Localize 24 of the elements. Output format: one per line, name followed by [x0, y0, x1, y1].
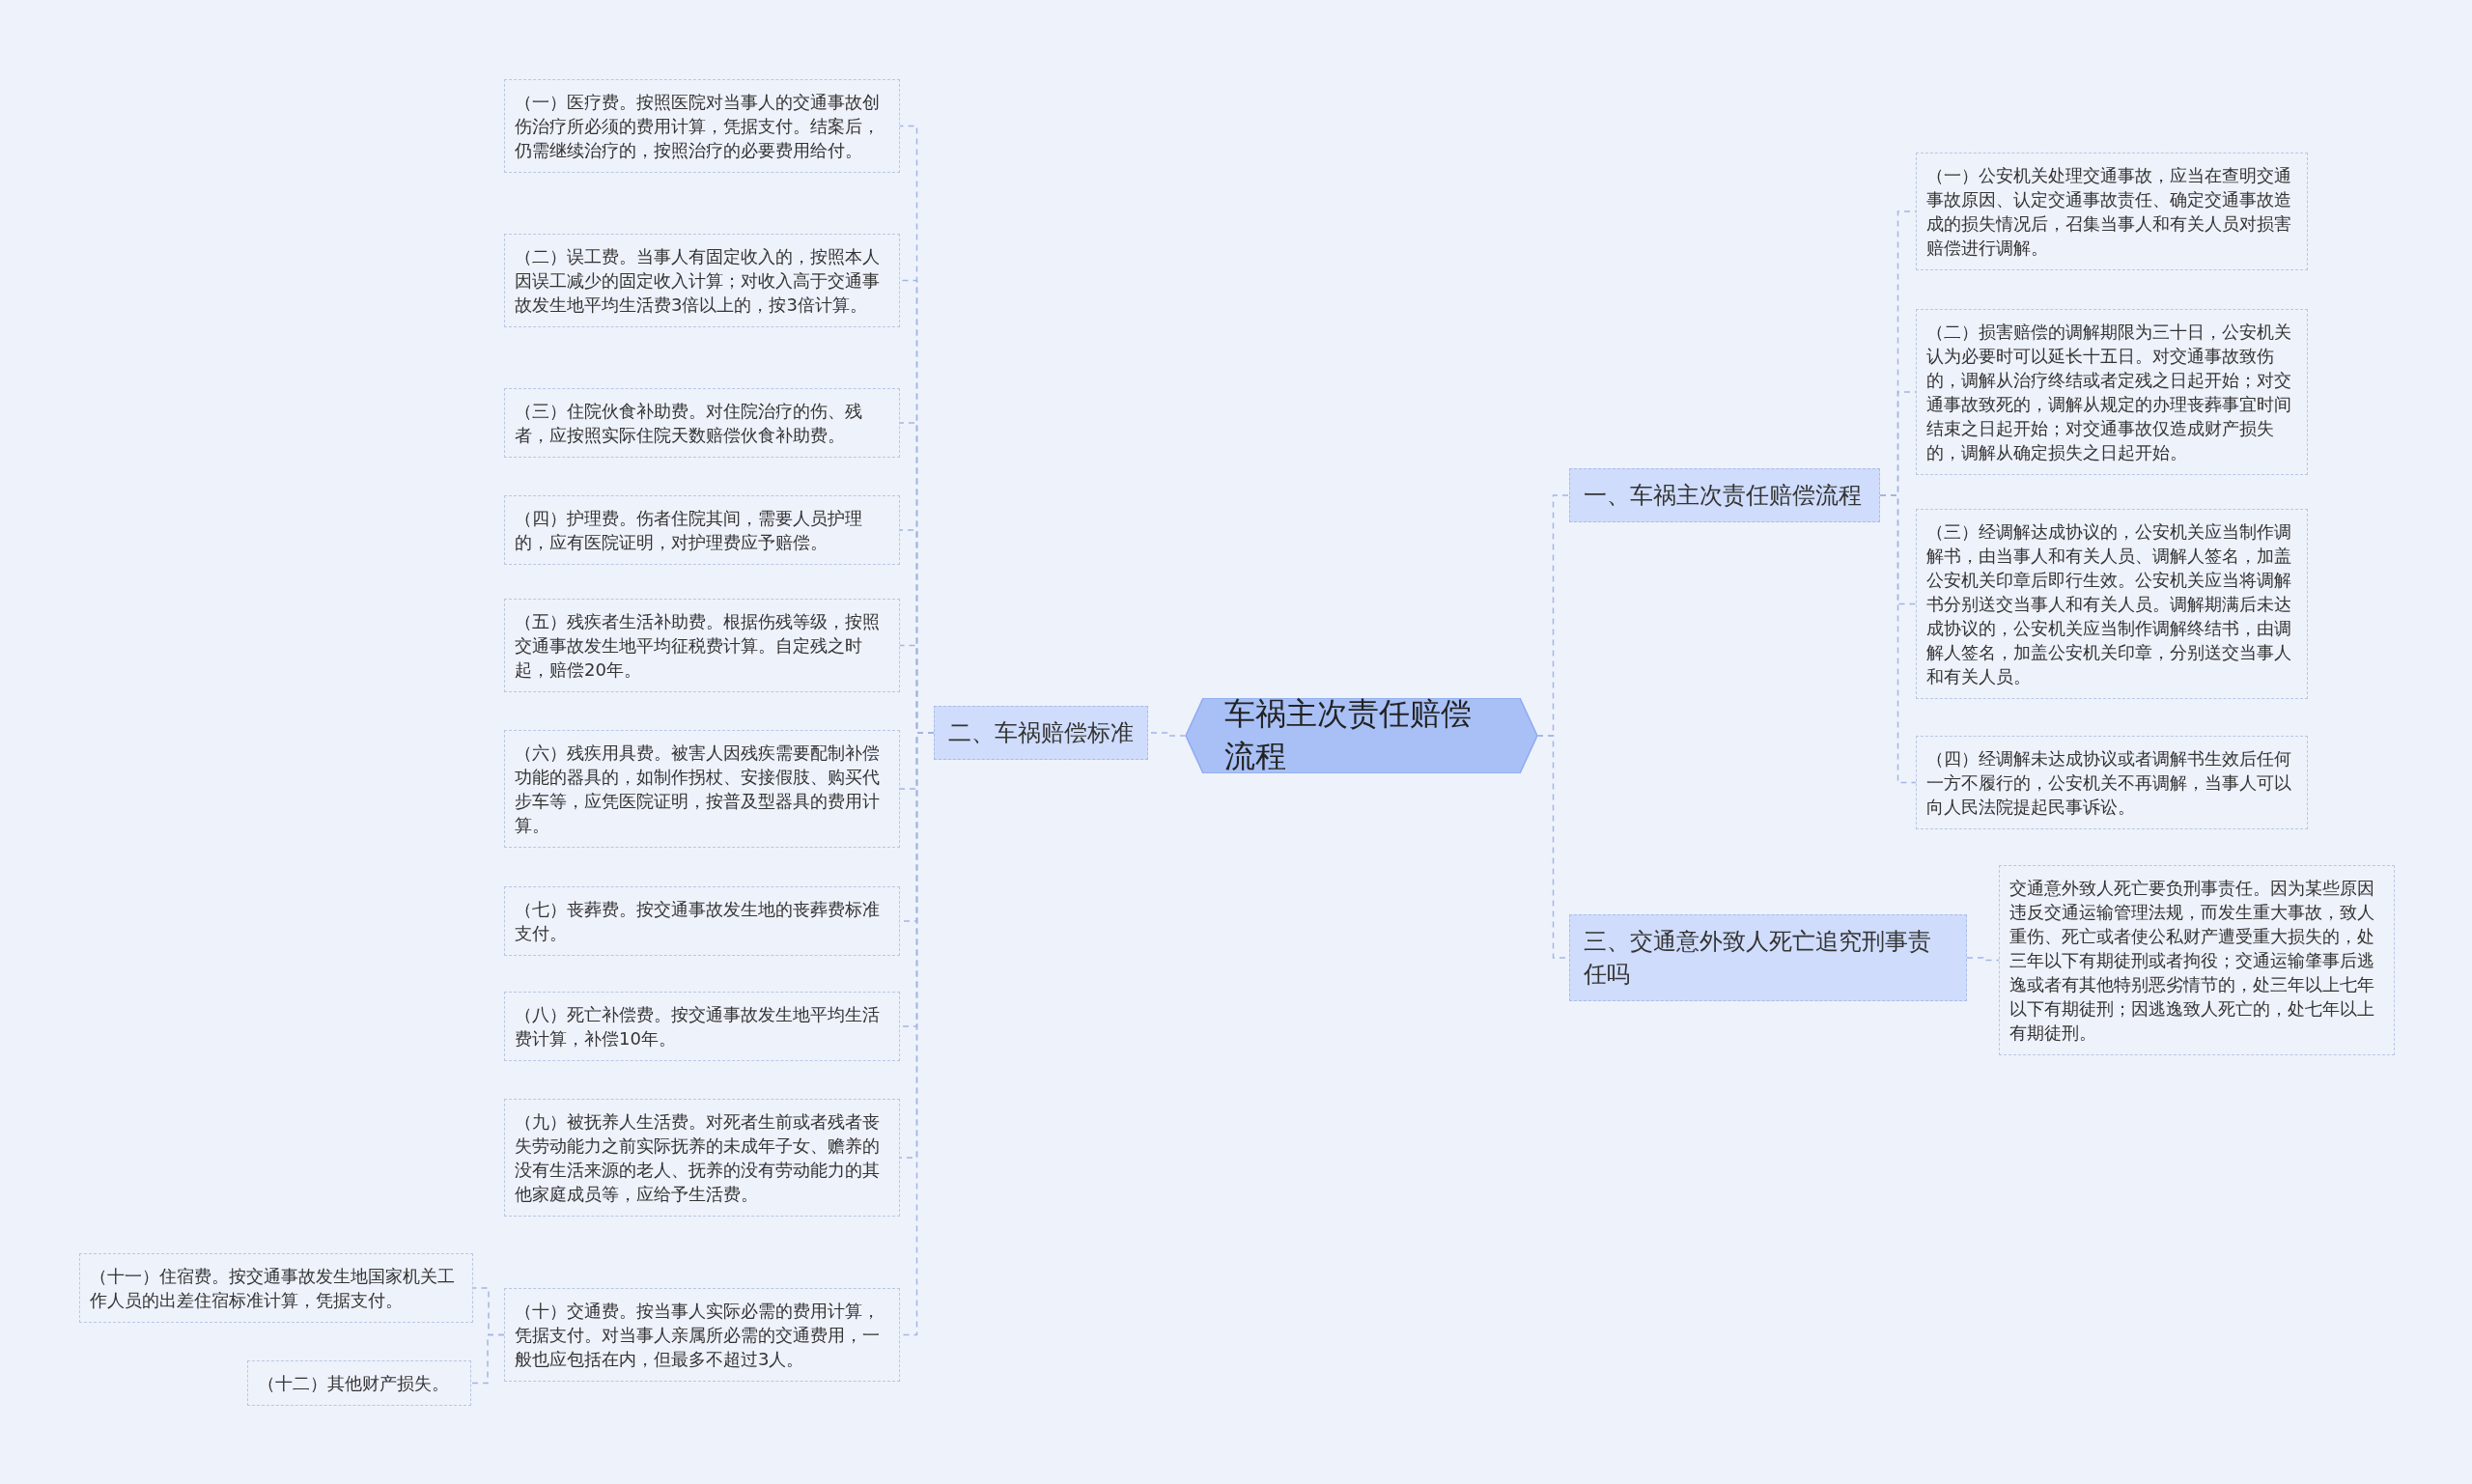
- connector-line: [1966, 957, 2000, 962]
- branch-topic: 一、车祸主次责任赔偿流程: [1569, 468, 1880, 522]
- note-box: （二）损害赔偿的调解期限为三十日，公安机关认为必要时可以延长十五日。对交通事故致伤的，调解从治疗终结或者定残之日起开始；对交通事故致死的，调解从规定的办理丧葬事宜时间结束之日起开始；对交通事故仅造成财产损失的，调解从确定损失之日起开始。: [1916, 309, 2308, 475]
- note-box: （六）残疾用具费。被害人因残疾需要配制补偿功能的器具的，如制作拐杖、安接假肢、购买代步车等，应凭医院证明，按普及型器具的费用计算。: [504, 730, 900, 848]
- branch-topic: 二、车祸赔偿标准: [934, 706, 1148, 760]
- central-topic: 车祸主次责任赔偿流程: [1186, 698, 1537, 773]
- note-box: （三）经调解达成协议的，公安机关应当制作调解书，由当事人和有关人员、调解人签名，加盖公安机关印章后即行生效。公安机关应当将调解书分别送交当事人和有关人员。调解期满后未达成协议的，公安机关应当制作调解终结书，由调解人签名，加盖公安机关印章，分别送交当事人和有关人员。: [1916, 509, 2308, 699]
- connector-line: [1879, 494, 1917, 784]
- branch-topic: 三、交通意外致人死亡追究刑事责任吗: [1569, 914, 1967, 1001]
- note-box: （四）护理费。伤者住院其间，需要人员护理的，应有医院证明，对护理费应予赔偿。: [504, 495, 900, 565]
- note-box: （一）公安机关处理交通事故，应当在查明交通事故原因、认定交通事故责任、确定交通事故造成的损失情况后，召集当事人和有关人员对损害赔偿进行调解。: [1916, 153, 2308, 270]
- connector-line: [470, 1333, 505, 1385]
- note-box: （七）丧葬费。按交通事故发生地的丧葬费标准支付。: [504, 886, 900, 956]
- note-box: （二）误工费。当事人有固定收入的，按照本人因误工减少的固定收入计算；对收入高于交通事故发生地平均生活费3倍以上的，按3倍计算。: [504, 234, 900, 327]
- note-box: （九）被抚养人生活费。对死者生前或者残者丧失劳动能力之前实际抚养的未成年子女、赡养的没有生活来源的老人、抚养的没有劳动能力的其他家庭成员等，应给予生活费。: [504, 1099, 900, 1217]
- note-box: （一）医疗费。按照医院对当事人的交通事故创伤治疗所必须的费用计算，凭据支付。结案后，仍需继续治疗的，按照治疗的必要费用给付。: [504, 79, 900, 173]
- note-box: （十一）住宿费。按交通事故发生地国家机关工作人员的出差住宿标准计算，凭据支付。: [79, 1253, 473, 1323]
- note-box: （五）残疾者生活补助费。根据伤残等级，按照交通事故发生地平均征税费计算。自定残之时起，赔偿20年。: [504, 599, 900, 692]
- note-box: （十）交通费。按当事人实际必需的费用计算，凭据支付。对当事人亲属所必需的交通费用，一般也应包括在内，但最多不超过3人。: [504, 1288, 900, 1382]
- note-box: （三）住院伙食补助费。对住院治疗的伤、残者，应按照实际住院天数赔偿伙食补助费。: [504, 388, 900, 458]
- note-box: （四）经调解未达成协议或者调解书生效后任何一方不履行的，公安机关不再调解，当事人可以向人民法院提起民事诉讼。: [1916, 736, 2308, 829]
- note-box: （十二）其他财产损失。: [247, 1360, 471, 1406]
- note-box: 交通意外致人死亡要负刑事责任。因为某些原因违反交通运输管理法规，而发生重大事故，致人重伤、死亡或者使公私财产遭受重大损失的，处三年以下有期徒刑或者拘役；交通运输肇事后逃逸或者有其他特别恶劣情节的，处三年以上七年以下有期徒刑；因逃逸致人死亡的，处七年以上有期徒刑。: [1999, 865, 2395, 1055]
- note-box: （八）死亡补偿费。按交通事故发生地平均生活费计算，补偿10年。: [504, 992, 900, 1061]
